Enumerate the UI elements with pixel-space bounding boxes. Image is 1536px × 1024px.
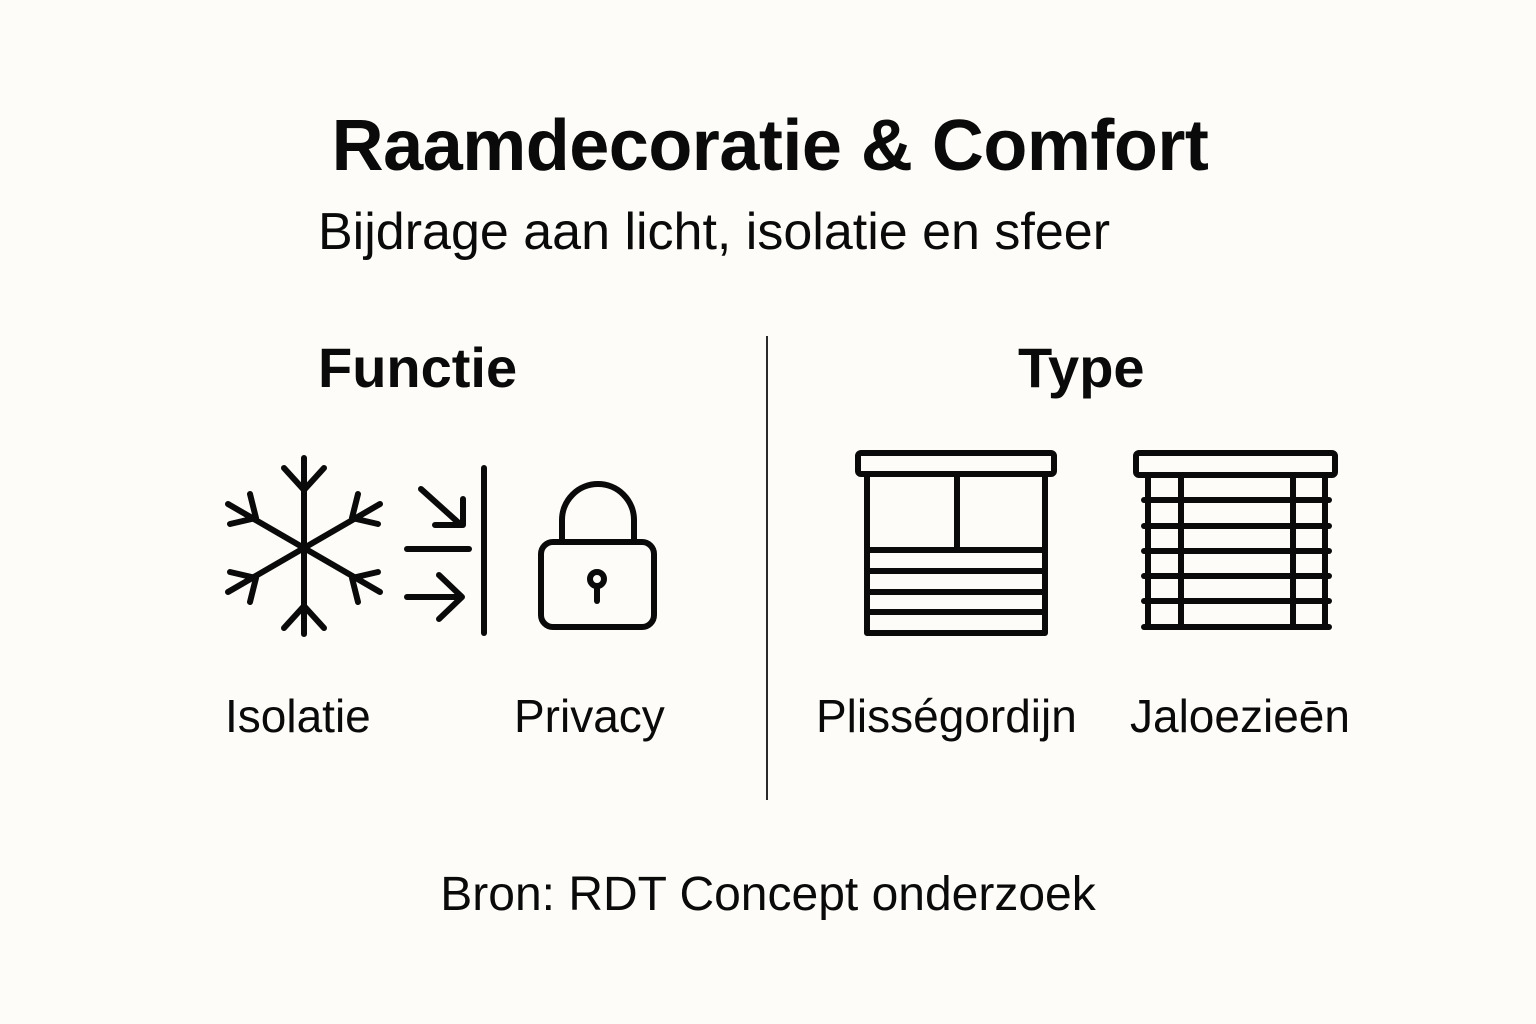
page-title: Raamdecoratie & Comfort [331,106,1209,186]
label-plissegordijn: Plisségordijn [816,690,1077,742]
label-jaloezieen: Jaloezieēn [1130,690,1350,742]
label-isolatie: Isolatie [225,690,371,742]
section-heading-functie: Functie [318,336,518,399]
pleated-blind-icon [850,446,1062,642]
section-divider [766,336,768,800]
padlock-icon [530,470,670,640]
label-privacy: Privacy [514,690,665,742]
snowflake-insulation-icon [220,450,500,650]
section-heading-type: Type [1018,336,1145,399]
source-note: Bron: RDT Concept onderzoek [440,868,1096,921]
page-subtitle: Bijdrage aan licht, isolatie en sfeer [318,203,1111,261]
venetian-blind-icon [1130,446,1342,636]
